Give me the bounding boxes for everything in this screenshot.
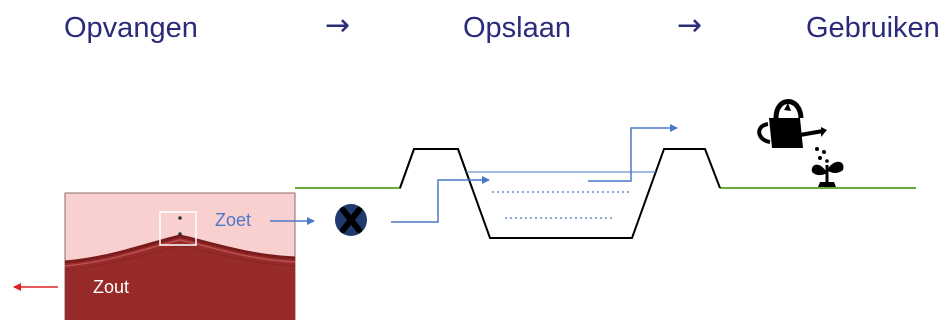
outflow-arrow — [588, 124, 678, 182]
salt-water-label: Zout — [93, 277, 130, 297]
watering-can-icon — [757, 99, 827, 148]
well-point-bottom — [178, 232, 182, 236]
interface-line-3 — [64, 245, 296, 271]
aquifer-cross-section — [64, 192, 315, 320]
step-use-heading: Gebruiken — [806, 12, 940, 44]
salt-water-zone — [65, 236, 295, 320]
interface-line-1 — [64, 234, 296, 264]
interface-line-2 — [64, 239, 296, 267]
zoom-box — [159, 211, 197, 246]
pump-x-icon — [335, 204, 367, 236]
ground-line-left — [295, 148, 473, 189]
step-store-heading: Opslaan — [463, 12, 572, 44]
fresh-water-label: Zoet — [215, 210, 252, 230]
inflow-arrow — [391, 176, 490, 223]
water-drops — [815, 147, 829, 163]
storage-basin — [399, 148, 721, 239]
step-capture-heading: Opvangen — [64, 12, 198, 44]
step-arrow-2: → — [677, 8, 703, 43]
sprout-icon — [811, 161, 844, 187]
well-point-top — [178, 216, 182, 220]
step-arrow-1: → — [325, 8, 351, 43]
